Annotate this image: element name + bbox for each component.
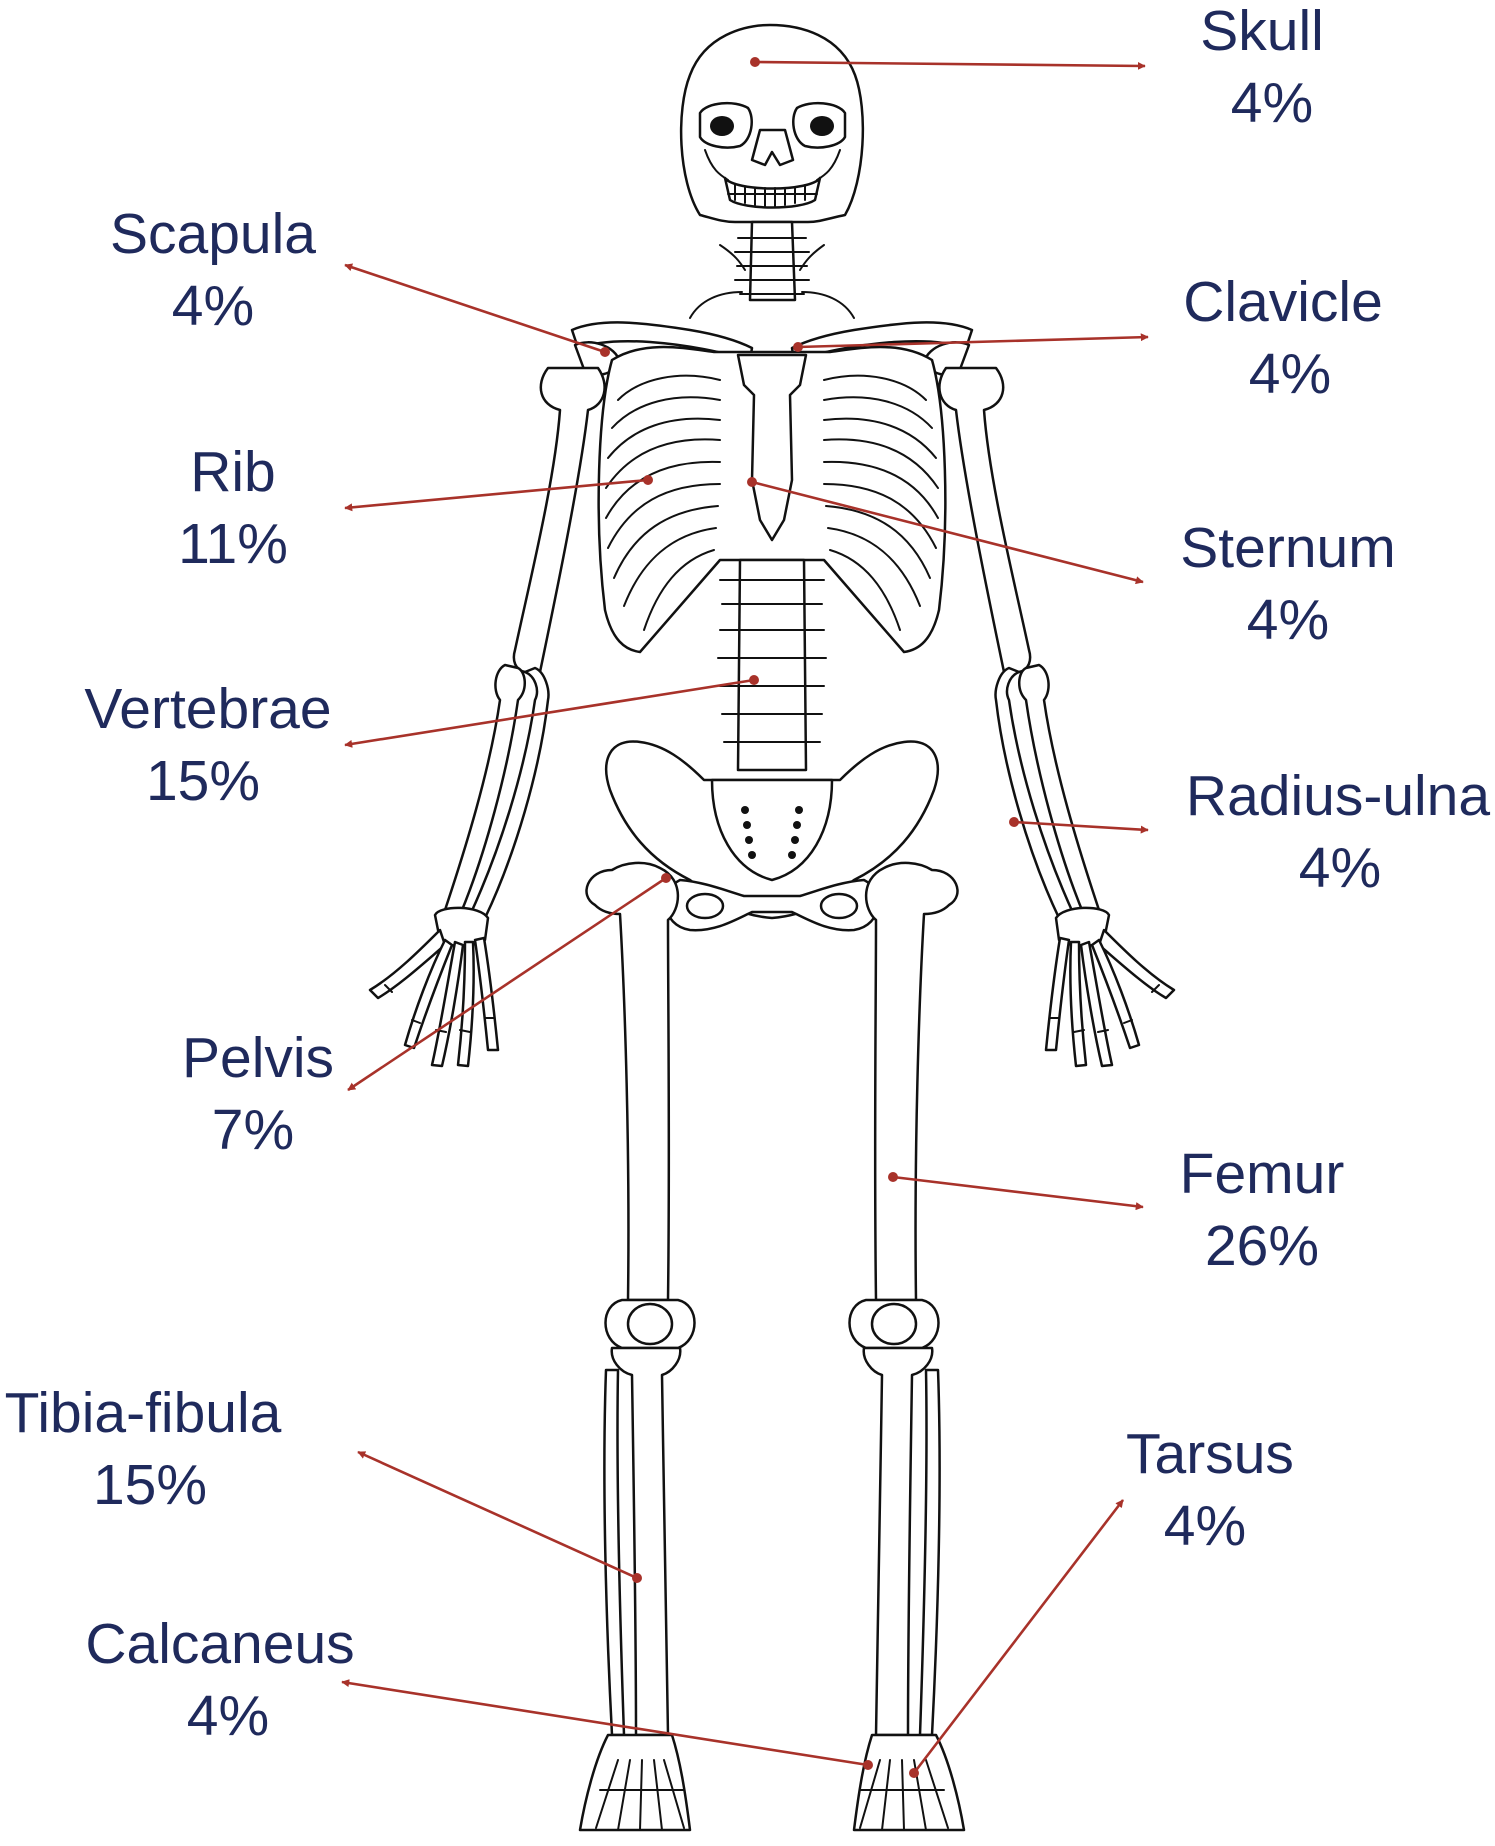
leader-origin-skull xyxy=(750,57,760,67)
label-sternum-name: Sternum xyxy=(1180,516,1395,580)
leader-line-tarsus xyxy=(912,1499,1125,1774)
label-pelvis-percent: 7% xyxy=(212,1098,294,1162)
leader-line-pelvis xyxy=(347,876,667,1092)
label-tibia-fibula-name: Tibia-fibula xyxy=(5,1381,282,1445)
label-femur-name: Femur xyxy=(1180,1142,1345,1206)
leader-line-clavicle xyxy=(797,333,1149,349)
leader-line-radius-ulna xyxy=(1013,820,1149,834)
label-tarsus-percent: 4% xyxy=(1164,1494,1246,1558)
leader-origin-vertebrae xyxy=(749,675,759,685)
rib-cage xyxy=(597,345,947,654)
leader-line-vertebrae xyxy=(344,678,755,748)
label-vertebrae-name: Vertebrae xyxy=(84,677,331,741)
bone-labels: Skull 4% Scapula 4% Clavicle 4% Rib 11% … xyxy=(5,0,1491,1748)
label-tibia-fibula-percent: 15% xyxy=(93,1453,207,1517)
leader-origin-tibia-fibula xyxy=(632,1573,642,1583)
pelvis-bone xyxy=(605,740,939,932)
leader-origin-femur xyxy=(888,1172,898,1182)
skull-bone xyxy=(679,23,865,224)
label-calcaneus-percent: 4% xyxy=(187,1684,269,1748)
label-vertebrae-percent: 15% xyxy=(146,749,260,813)
label-sternum-percent: 4% xyxy=(1247,588,1329,652)
leader-origin-pelvis xyxy=(661,873,671,883)
leader-origin-scapula xyxy=(600,347,610,357)
label-tarsus-name: Tarsus xyxy=(1126,1422,1294,1486)
label-radius-ulna-percent: 4% xyxy=(1299,836,1381,900)
leader-lines xyxy=(341,57,1149,1778)
leader-line-tibia-fibula xyxy=(357,1450,638,1580)
label-clavicle-name: Clavicle xyxy=(1183,270,1383,334)
label-calcaneus-name: Calcaneus xyxy=(85,1612,354,1676)
right-leg-bones xyxy=(848,861,966,1832)
label-skull-name: Skull xyxy=(1200,0,1324,63)
leader-origin-clavicle xyxy=(793,342,803,352)
leader-line-skull xyxy=(754,60,1146,70)
right-arm-bones xyxy=(938,366,1176,1068)
label-pelvis-name: Pelvis xyxy=(182,1026,334,1090)
label-femur-percent: 26% xyxy=(1205,1214,1319,1278)
leader-line-sternum xyxy=(751,480,1144,585)
skeleton-illustration xyxy=(368,23,1176,1832)
leader-origin-tarsus xyxy=(909,1768,919,1778)
label-skull-percent: 4% xyxy=(1231,71,1313,135)
leader-line-rib xyxy=(344,478,649,512)
label-rib-name: Rib xyxy=(190,440,276,504)
lumbar-spine xyxy=(717,558,827,772)
label-clavicle-percent: 4% xyxy=(1249,342,1331,406)
leader-origin-radius-ulna xyxy=(1009,817,1019,827)
label-rib-percent: 11% xyxy=(178,512,288,576)
leader-line-calcaneus xyxy=(341,1679,869,1767)
label-radius-ulna-name: Radius-ulna xyxy=(1186,764,1490,828)
leader-line-scapula xyxy=(344,263,606,354)
label-scapula-percent: 4% xyxy=(172,274,254,338)
label-scapula-name: Scapula xyxy=(110,202,316,266)
leader-origin-calcaneus xyxy=(863,1760,873,1770)
leader-line-femur xyxy=(892,1175,1144,1211)
left-leg-bones xyxy=(578,861,696,1832)
leader-origin-sternum xyxy=(747,477,757,487)
neck-vertebrae xyxy=(719,220,825,302)
left-arm-bones xyxy=(368,366,606,1068)
leader-origin-rib xyxy=(643,475,653,485)
